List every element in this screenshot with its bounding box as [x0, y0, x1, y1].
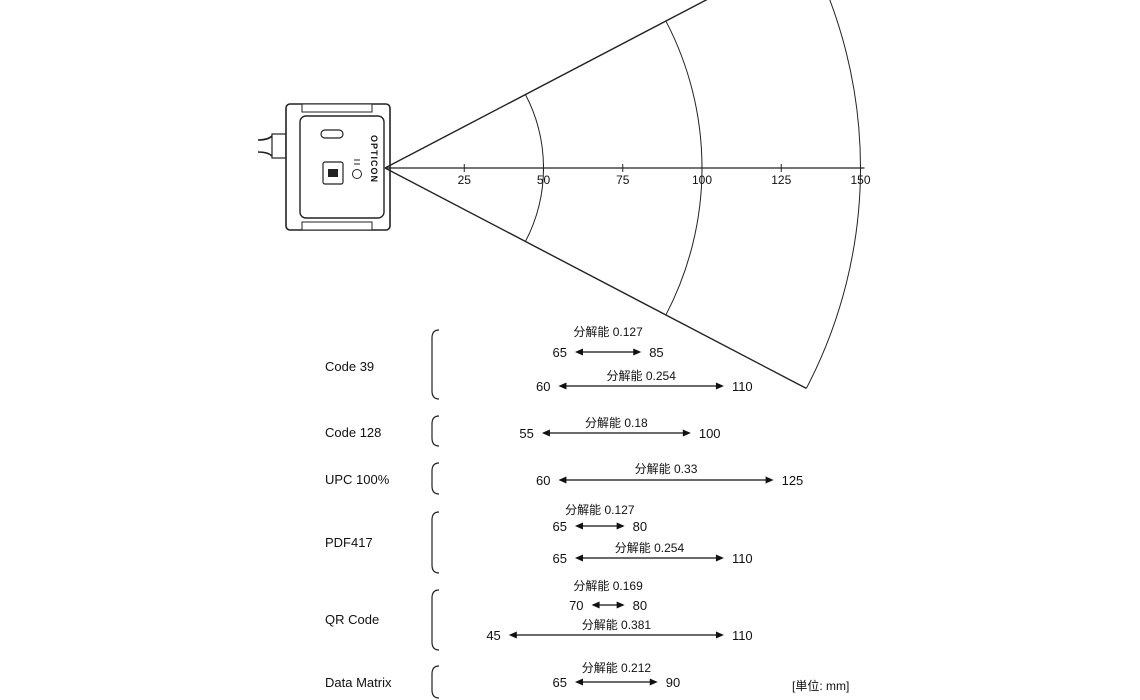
- axis-tick-label-75: 75: [616, 173, 630, 187]
- range-min-code-39-0: 65: [553, 345, 567, 360]
- symbology-label-qr-code: QR Code: [325, 612, 379, 627]
- symbology-bracket-code-39: [431, 329, 440, 400]
- symbology-bracket-qr-code: [431, 589, 440, 651]
- range-arrowhead-max-upc-100--0: [765, 476, 774, 484]
- range-max-data-matrix-0: 90: [666, 675, 680, 690]
- range-arrowhead-max-code-39-1: [715, 382, 724, 390]
- scanner-bracket-top: [301, 103, 373, 113]
- axis-tick-label-25: 25: [458, 173, 472, 187]
- symbology-label-upc-100-: UPC 100%: [325, 472, 390, 487]
- range-max-upc-100--0: 125: [782, 473, 804, 488]
- scanner-bracket-bottom: [301, 221, 373, 231]
- range-min-pdf417-1: 65: [553, 551, 567, 566]
- symbology-label-code-39: Code 39: [325, 359, 374, 374]
- range-max-code-128-0: 100: [699, 426, 721, 441]
- range-max-code-39-0: 85: [649, 345, 663, 360]
- scanner-led-window: [320, 129, 344, 139]
- scanner-brand-label: OPTICON: [369, 135, 379, 183]
- resolution-label-qr-code-0: 分解能 0.169: [573, 579, 643, 593]
- range-max-qr-code-0: 80: [633, 598, 647, 613]
- range-min-qr-code-0: 70: [569, 598, 583, 613]
- range-arrowhead-max-pdf417-0: [616, 522, 625, 530]
- range-arrowhead-min-qr-code-1: [508, 631, 517, 639]
- range-arrowhead-max-data-matrix-0: [649, 678, 658, 686]
- range-arrowhead-min-code-39-0: [575, 348, 583, 356]
- axis-tick-label-125: 125: [771, 173, 791, 187]
- beam-edge-upper: [384, 0, 708, 169]
- range-arrowhead-max-code-39-0: [633, 348, 642, 356]
- symbology-label-code-128: Code 128: [325, 425, 381, 440]
- symbology-label-pdf417: PDF417: [325, 535, 373, 550]
- range-max-qr-code-1: 110: [732, 628, 753, 643]
- range-arrowhead-min-code-128-0: [541, 429, 550, 437]
- resolution-label-code-39-0: 分解能 0.127: [573, 325, 643, 339]
- range-max-code-39-1: 110: [732, 379, 753, 394]
- symbology-bracket-pdf417: [431, 511, 440, 574]
- range-arrowhead-max-pdf417-1: [715, 554, 724, 562]
- axis-tick-label-50: 50: [537, 173, 551, 187]
- unit-label: [単位: mm]: [792, 678, 849, 693]
- symbology-bracket-upc-100-: [431, 462, 440, 495]
- range-arrowhead-min-pdf417-0: [575, 522, 583, 530]
- resolution-label-code-128-0: 分解能 0.18: [585, 416, 648, 430]
- range-min-pdf417-0: 65: [553, 519, 567, 534]
- range-min-upc-100--0: 60: [536, 473, 550, 488]
- range-min-data-matrix-0: 65: [553, 675, 567, 690]
- range-arrowhead-min-qr-code-0: [591, 601, 600, 609]
- range-arrowhead-min-data-matrix-0: [575, 678, 583, 686]
- resolution-label-code-39-1: 分解能 0.254: [607, 369, 677, 383]
- scanner-window-inner: [328, 169, 338, 177]
- resolution-label-upc-100--0: 分解能 0.33: [635, 462, 698, 476]
- scanner-indicator-light: [352, 169, 362, 179]
- scanner-device: OPTICON: [257, 103, 391, 231]
- range-min-code-39-1: 60: [536, 379, 550, 394]
- distance-arc-150: [805, 0, 861, 389]
- symbology-bracket-code-128: [431, 415, 440, 447]
- range-arrowhead-max-qr-code-0: [616, 601, 625, 609]
- axis-tick-label-150: 150: [850, 173, 870, 187]
- symbology-label-data-matrix: Data Matrix: [325, 675, 392, 690]
- resolution-label-qr-code-1: 分解能 0.381: [582, 618, 652, 632]
- range-max-pdf417-1: 110: [732, 551, 753, 566]
- range-arrowhead-min-pdf417-1: [575, 554, 583, 562]
- resolution-label-data-matrix-0: 分解能 0.212: [582, 661, 652, 675]
- range-arrowhead-max-code-128-0: [682, 429, 691, 437]
- resolution-label-pdf417-1: 分解能 0.254: [615, 541, 685, 555]
- range-min-qr-code-1: 45: [486, 628, 500, 643]
- scanner-cable-strain-relief: [271, 133, 287, 159]
- symbology-bracket-data-matrix: [431, 665, 440, 699]
- beam-edge-lower: [384, 167, 807, 390]
- range-arrowhead-min-upc-100--0: [558, 476, 567, 484]
- range-max-pdf417-0: 80: [633, 519, 647, 534]
- range-min-code-128-0: 55: [519, 426, 533, 441]
- scan-field: 25 50 75 100 125 150: [384, 0, 871, 390]
- axis-tick-label-100: 100: [692, 173, 712, 187]
- range-arrowhead-min-code-39-1: [558, 382, 567, 390]
- range-arrowhead-max-qr-code-1: [715, 631, 724, 639]
- resolution-label-pdf417-0: 分解能 0.127: [565, 503, 635, 517]
